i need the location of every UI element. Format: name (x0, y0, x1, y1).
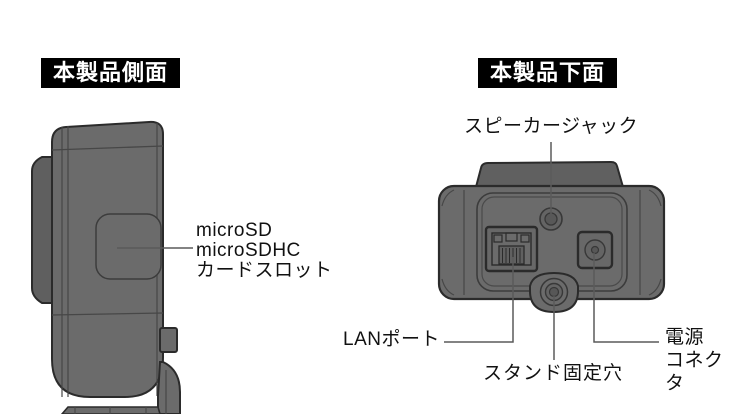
side-view-device (31, 120, 193, 414)
bottom-view-title: 本製品下面 (478, 58, 617, 88)
leader-lan-port (444, 257, 514, 343)
card-slot-cover (95, 213, 162, 280)
speaker-jack-label: スピーカージャック (464, 116, 639, 137)
side-view-title: 本製品側面 (41, 58, 180, 88)
stand-base (60, 406, 161, 414)
leader-power-connector (593, 253, 659, 343)
speaker-jack (539, 207, 563, 231)
bottom-view-device (437, 142, 666, 360)
body-seam-bottom (51, 312, 164, 316)
stand-hole-label: スタンド固定穴 (483, 363, 624, 384)
side-bevel-lines (463, 190, 641, 295)
power-connector (576, 230, 614, 270)
stand-base-ticks (74, 407, 147, 414)
lens-block (31, 156, 58, 304)
lan-port-label: LANポート (343, 329, 440, 350)
camera-head (474, 160, 625, 188)
body-seam-top (51, 145, 164, 151)
power-connector-label: 電源 コネクタ (665, 327, 724, 394)
corner-bevels (441, 189, 662, 296)
mount-tab (159, 327, 178, 353)
card-slot-label: microSD microSDHC カードスロット (196, 220, 333, 281)
stand-arm (157, 361, 181, 414)
lan-port (484, 225, 539, 273)
